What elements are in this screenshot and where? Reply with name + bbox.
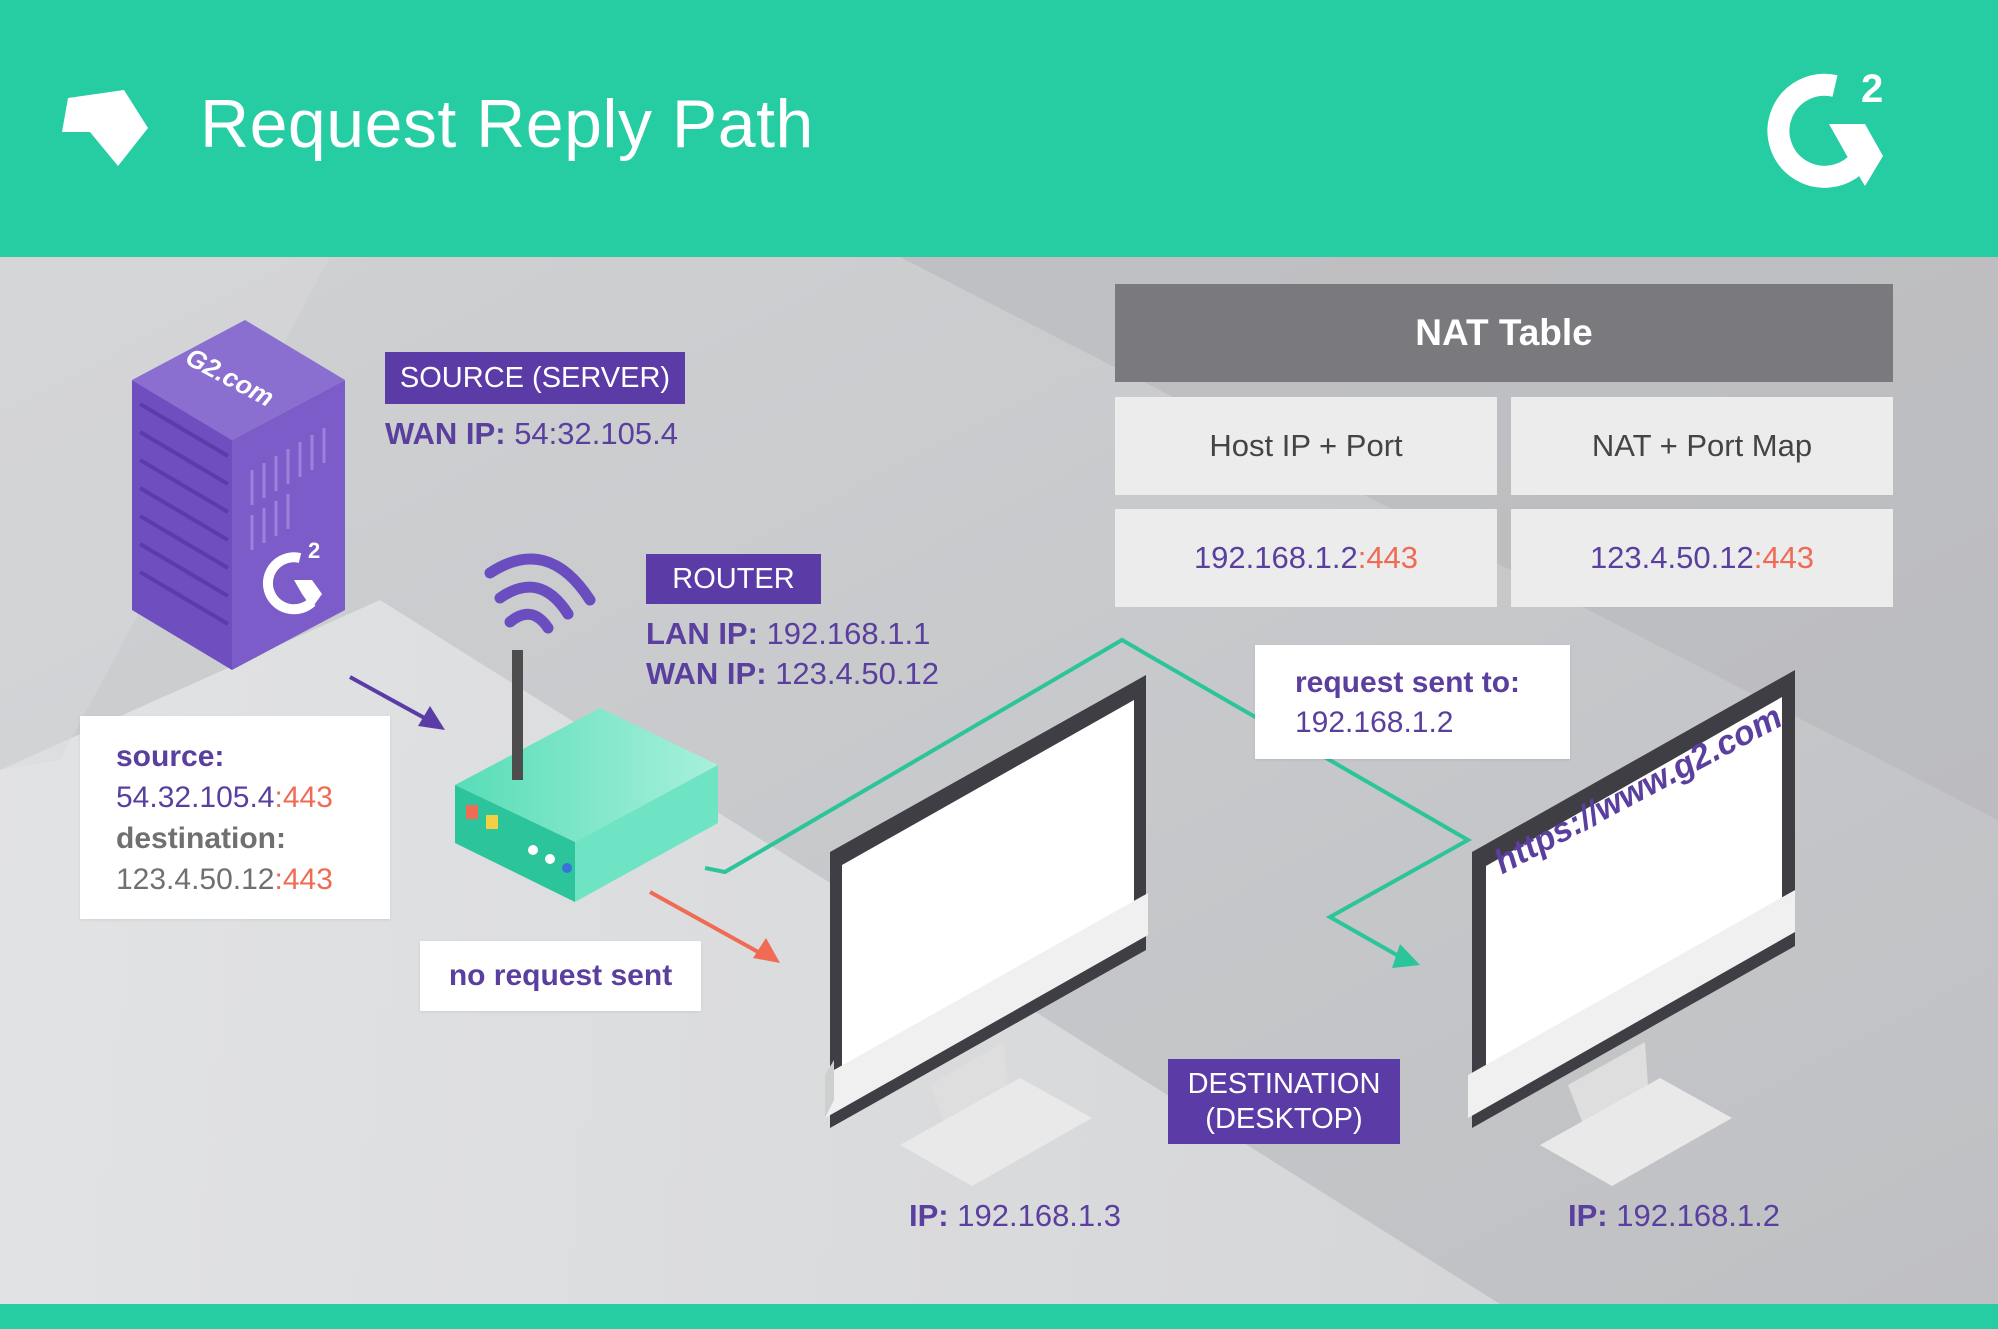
router-lan-ip: LAN IP: 192.168.1.1 (646, 616, 931, 651)
source-wan-ip: WAN IP: 54:32.105.4 (385, 416, 678, 451)
svg-text:2: 2 (308, 538, 320, 563)
no-request-card: no request sent (420, 941, 701, 1011)
desktop-left-ip: IP: 192.168.1.3 (909, 1198, 1122, 1233)
g2-logo-icon: 2 (1767, 68, 1883, 188)
packet-source-value: 54.32.105.4:443 (116, 781, 333, 814)
desktop-right-ip: IP: 192.168.1.2 (1568, 1198, 1781, 1233)
server-to-router-arrow (349, 675, 431, 723)
scene-background: 2 (0, 257, 1998, 1304)
nat-col-map: NAT + Port Map (1511, 397, 1893, 495)
request-sent-value: 192.168.1.2 (1295, 706, 1454, 739)
router-wan-ip: WAN IP: 123.4.50.12 (646, 656, 939, 691)
nat-row-host: 192.168.1.2:443 (1115, 509, 1497, 607)
desktop-right (1468, 670, 1795, 1186)
packet-destination-label: destination: (116, 822, 286, 855)
packet-info-card: source: 54.32.105.4:443 destination: 123… (80, 716, 390, 919)
header-bar (0, 0, 1998, 257)
packet-source-label: source: (116, 740, 225, 773)
desktop-left (825, 675, 1148, 1186)
source-server-tag: SOURCE (SERVER) (385, 352, 685, 404)
footer-bar (0, 1304, 1998, 1329)
nat-row-map: 123.4.50.12:443 (1511, 509, 1893, 607)
packet-destination-value: 123.4.50.12:443 (116, 863, 333, 896)
router-tag: ROUTER (646, 554, 821, 604)
request-sent-label: request sent to: (1295, 666, 1521, 699)
destination-tag: DESTINATION (DESKTOP) (1168, 1059, 1400, 1144)
nat-table-title: NAT Table (1115, 284, 1893, 382)
server-tower: 2 (132, 320, 345, 670)
no-request-arrow (649, 890, 761, 955)
request-sent-card: request sent to: 192.168.1.2 (1255, 645, 1570, 759)
nat-col-host: Host IP + Port (1115, 397, 1497, 495)
svg-text:2: 2 (1861, 68, 1883, 111)
page-title: Request Reply Path (200, 86, 814, 162)
arrow-logo-icon (62, 90, 148, 166)
router-device (455, 553, 718, 902)
